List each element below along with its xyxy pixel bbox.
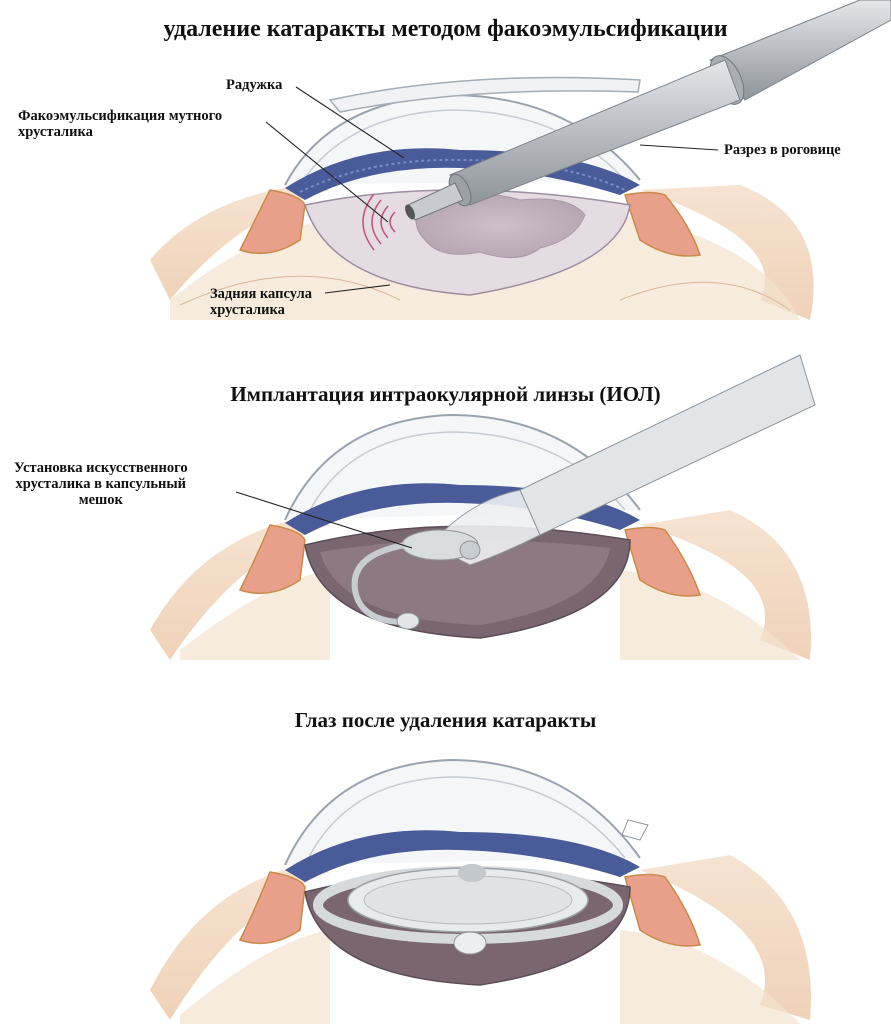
implanted-iol <box>313 864 623 955</box>
ultrasound-waves <box>362 193 396 251</box>
clouded-lens <box>415 193 586 259</box>
post-op-eye-diagram <box>150 758 811 1024</box>
intraocular-lens <box>351 529 481 630</box>
ciliary-body <box>238 871 701 947</box>
label-iris: Радужка <box>226 77 283 93</box>
ciliary-body <box>238 524 701 597</box>
panel-2-title: Имплантация интраокулярной линзы (ИОЛ) <box>230 382 661 406</box>
phaco-handpiece <box>405 0 891 221</box>
ciliary-body <box>238 189 701 257</box>
iris <box>285 830 640 882</box>
label-phaco: Факоэмульсификация мутного хрусталика <box>18 108 223 140</box>
phaco-diagram <box>150 0 891 320</box>
leader-lines <box>265 86 719 294</box>
label-incision: Разрез в роговице <box>724 142 841 158</box>
leader-line <box>235 491 413 549</box>
healed-incision <box>621 819 649 841</box>
panel-3-title: Глаз после удаления катаракты <box>294 708 597 732</box>
panel-1-title: удаление катаракты методом факоэмульсифи… <box>163 16 728 42</box>
iol-implantation-diagram <box>150 354 816 660</box>
sclera <box>150 855 811 1024</box>
label-capsule: Задняя капсула хрусталика <box>210 286 312 318</box>
label-iol-insertion: Установка искусственного хрусталика в ка… <box>14 460 188 508</box>
